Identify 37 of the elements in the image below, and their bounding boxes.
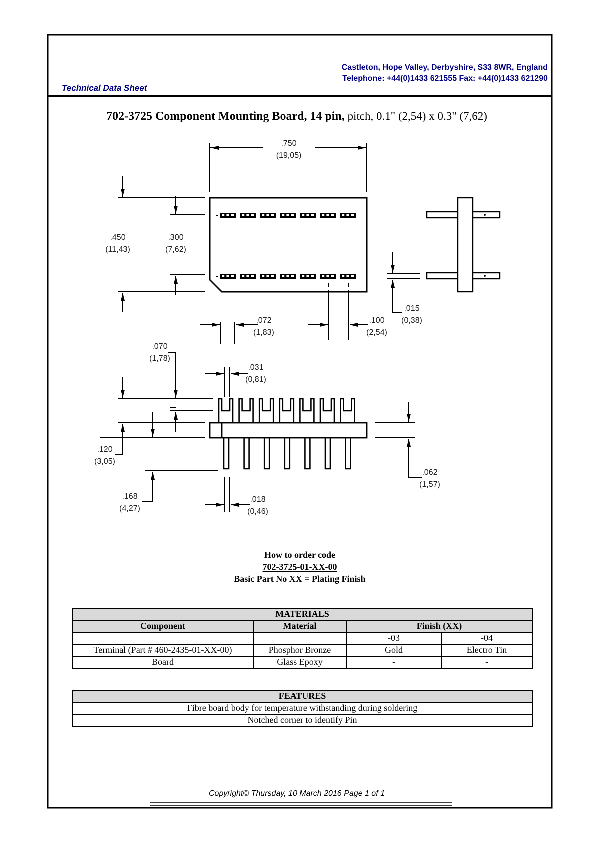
table-cell: Glass Epoxy — [254, 656, 346, 668]
dimension-value: .100 (2,54) — [366, 315, 388, 339]
table-cell: Electro Tin — [442, 644, 532, 656]
table-header-cell: FEATURES — [72, 690, 532, 702]
table-header-cell: Finish (XX) — [346, 620, 532, 632]
contact-text: Telephone: +44(0)1433 621555 Fax: +44(0)1433 621290 — [342, 75, 548, 83]
table-cell: Board — [72, 656, 254, 668]
order-code-text: How to order code — [264, 551, 336, 560]
address-text: Castleton, Hope Valley, Derbyshire, S33 8WR, England — [342, 64, 548, 72]
table-cell: Phosphor Bronze — [254, 644, 346, 656]
dimension-value: .168 (4,27) — [120, 491, 140, 515]
table-cell: Gold — [346, 644, 442, 656]
dimension-value: .062 (1,57) — [420, 467, 440, 491]
table-header-cell: MATERIALS — [72, 608, 532, 620]
dimension-value: .120 (3,05) — [94, 444, 116, 468]
table-cell: -04 — [442, 632, 532, 644]
table-cell: -03 — [346, 632, 442, 644]
document-type-label: Technical Data Sheet — [62, 84, 148, 92]
order-code-text: Basic Part No XX = Plating Finish — [234, 575, 366, 584]
dimension-value: .018 (0,46) — [248, 494, 268, 518]
footer-text: Copyright© Thursday, 10 March 2016 Page 1 of 1 — [208, 790, 386, 798]
page-title: 702-3725 Component Mounting Board, 14 pin, pitch, 0.1" (2,54) x 0.3" (7,62) — [106, 110, 488, 124]
table-header-cell: Material — [254, 620, 346, 632]
table-cell: Fibre board body for temperature withstanding during soldering — [72, 702, 532, 714]
table-cell: Terminal (Part # 460-2435-01-XX-00) — [72, 644, 254, 656]
dimension-value: .750 (19,05) — [276, 138, 302, 162]
dimension-value: .072 (1,83) — [254, 315, 274, 339]
part-number: 702-3725-01-XX-00 — [262, 563, 338, 572]
dimension-value: .070 (1,78) — [150, 341, 170, 365]
table-cell: Notched corner to identify Pin — [72, 714, 532, 726]
table-cell: - — [442, 656, 532, 668]
table-cell: - — [346, 656, 442, 668]
dimension-value: .015 (0,38) — [402, 303, 422, 327]
table-header-cell: Component — [72, 620, 254, 632]
dimension-value: .031 (0,81) — [246, 362, 266, 386]
dimension-value: .300 (7,62) — [166, 232, 186, 256]
dimension-value: .450 (11,43) — [106, 232, 130, 256]
